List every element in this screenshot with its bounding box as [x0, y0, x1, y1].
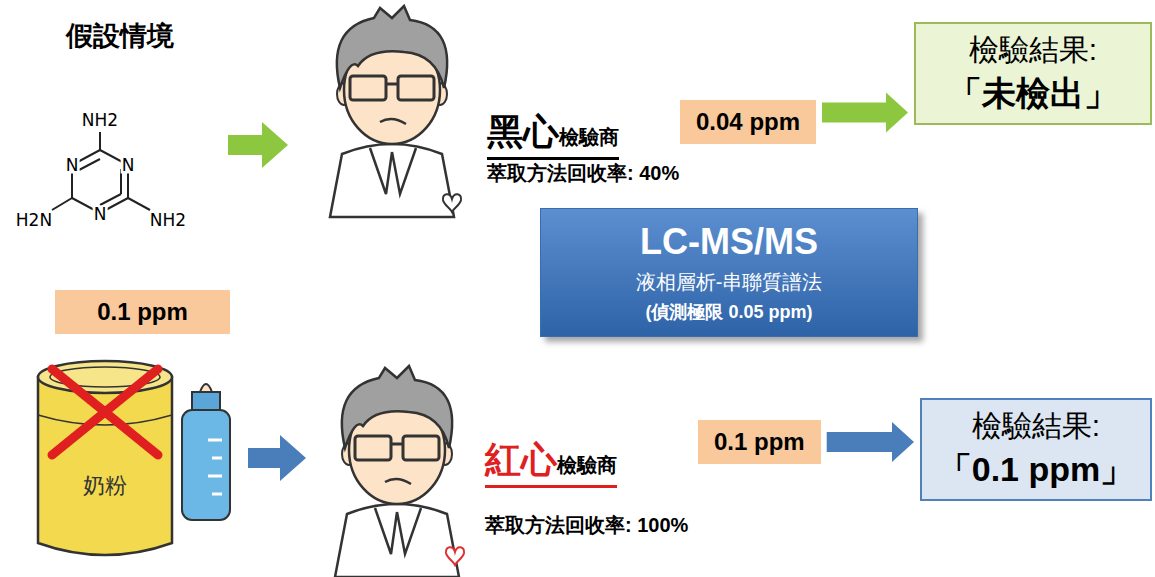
- result-box: 檢驗結果:「未檢出」: [914, 22, 1152, 125]
- role-heading: 黑心檢驗商: [487, 108, 619, 160]
- role-suffix: 檢驗商: [557, 452, 617, 479]
- box-heading: LC-MS/MS: [555, 221, 903, 263]
- heart-symbol: [443, 194, 461, 212]
- atom-label: NH2: [149, 212, 187, 229]
- recovery-rate: 萃取方法回收率: 100%: [485, 512, 688, 539]
- box-heading: 奶粉: [30, 471, 180, 501]
- box-text: 「未檢出」: [930, 71, 1136, 117]
- value-box: 0.04 ppm: [680, 100, 816, 144]
- value-box: 0.1 ppm: [698, 420, 821, 464]
- value-box: 0.1 ppm: [55, 290, 230, 334]
- role-suffix: 檢驗商: [559, 124, 619, 151]
- block-arrow: [822, 93, 908, 133]
- atom-label: NH2: [81, 112, 119, 129]
- title-text: 假設情境: [66, 18, 174, 54]
- box-heading: 0.1 ppm: [714, 428, 805, 456]
- molecule: [52, 132, 150, 213]
- box-heading: 0.1 ppm: [71, 298, 214, 326]
- atom-label: N: [93, 206, 108, 223]
- atom-label: N: [65, 157, 80, 174]
- box-text: 「0.1 ppm」: [936, 447, 1136, 493]
- block-arrow: [827, 422, 914, 462]
- illustration-arrow: [248, 435, 306, 481]
- baby-bottle: [182, 384, 230, 520]
- atom-label: H2N: [15, 212, 53, 229]
- box-text: (偵測極限 0.05 ppm): [555, 300, 903, 324]
- can-drawing: [30, 355, 180, 560]
- role-name: 黑心: [487, 108, 559, 157]
- inspector-figure: [330, 6, 454, 217]
- inspector-figure: [335, 366, 459, 577]
- box-text: 液相層析-串聯質譜法: [555, 269, 903, 296]
- role-heading: 紅心檢驗商: [485, 436, 617, 488]
- box-heading: 檢驗結果:: [930, 30, 1136, 71]
- method-box: LC-MS/MS 液相層析-串聯質譜法 (偵測極限 0.05 ppm): [540, 208, 918, 337]
- milk-can: 奶粉: [30, 355, 180, 560]
- result-box: 檢驗結果:「0.1 ppm」: [920, 398, 1152, 501]
- box-heading: 檢驗結果:: [936, 406, 1136, 447]
- atom-label: N: [121, 157, 136, 174]
- recovery-rate: 萃取方法回收率: 40%: [487, 160, 679, 187]
- role-name: 紅心: [485, 436, 557, 485]
- heart-symbol: [446, 547, 464, 565]
- illustration-arrow: [228, 122, 288, 168]
- box-heading: 0.04 ppm: [696, 108, 800, 136]
